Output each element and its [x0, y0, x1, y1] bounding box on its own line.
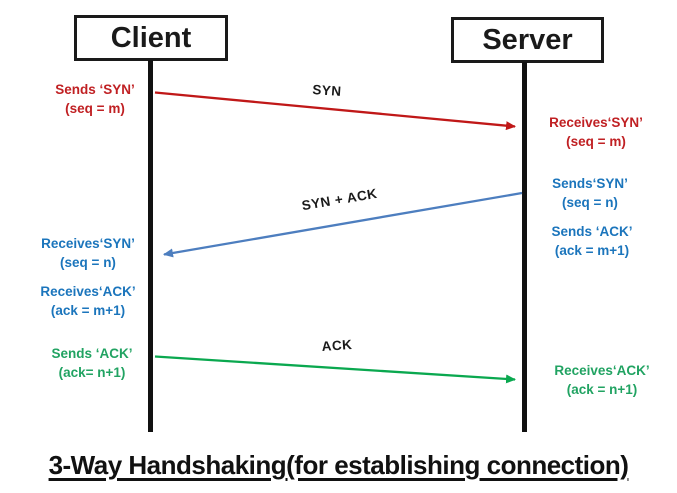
- client-receives-ack-annotation: Receives‘ACK’ (ack = m+1): [23, 282, 153, 320]
- ack-arrow: [154, 355, 516, 384]
- client-receives-syn-annotation: Receives‘SYN’ (seq = n): [23, 234, 153, 272]
- diagram-title-text: 3-Way Handshaking(for establishing conne…: [48, 450, 629, 480]
- server-receives-syn-annotation: Receives‘SYN’ (seq = m): [526, 113, 666, 151]
- annotation-line: Receives‘SYN’: [41, 236, 135, 251]
- syn-ack-arrow-label: SYN + ACK: [300, 185, 379, 214]
- diagram-title: 3-Way Handshaking(for establishing conne…: [0, 450, 677, 481]
- annotation-line: (seq = m): [566, 134, 626, 149]
- annotation-line: Receives‘ACK’: [40, 284, 136, 299]
- server-node-box: Server: [451, 17, 604, 63]
- annotation-line: Sends ‘ACK’: [551, 224, 633, 239]
- ack-arrow-label: ACK: [321, 336, 353, 355]
- annotation-line: (ack = m+1): [554, 243, 630, 258]
- annotation-line: (ack = m+1): [50, 303, 126, 318]
- server-receives-ack-annotation: Receives‘ACK’ (ack = n+1): [532, 361, 672, 399]
- client-sends-ack-annotation: Sends ‘ACK’ (ack= n+1): [27, 344, 157, 382]
- annotation-line: (ack= n+1): [58, 365, 126, 380]
- client-node-label: Client: [110, 21, 192, 54]
- annotation-line: (ack = n+1): [566, 382, 638, 397]
- server-lifeline: [522, 62, 527, 432]
- annotation-line: Receives‘ACK’: [554, 363, 650, 378]
- server-sends-syn-annotation: Sends‘SYN’ (seq = n): [520, 174, 660, 212]
- annotation-line: (seq = n): [562, 195, 618, 210]
- annotation-line: (seq = n): [60, 255, 116, 270]
- client-sends-syn-annotation: Sends ‘SYN’ (seq = m): [30, 80, 160, 118]
- annotation-line: Sends ‘ACK’: [51, 346, 133, 361]
- server-sends-ack-annotation: Sends ‘ACK’ (ack = m+1): [522, 222, 662, 260]
- client-node-box: Client: [74, 15, 228, 61]
- annotation-line: Sends‘SYN’: [552, 176, 628, 191]
- server-node-label: Server: [482, 23, 573, 56]
- annotation-line: (seq = m): [65, 101, 125, 116]
- annotation-line: Receives‘SYN’: [549, 115, 643, 130]
- annotation-line: Sends ‘SYN’: [55, 82, 135, 97]
- syn-arrow-label: SYN: [311, 81, 343, 100]
- client-lifeline: [148, 60, 153, 432]
